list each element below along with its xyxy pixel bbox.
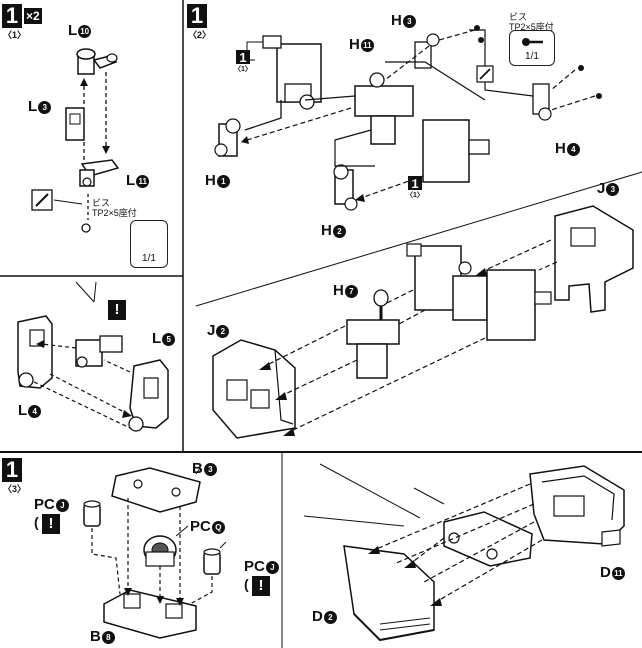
leg-joint-parts-illustration (31, 48, 153, 248)
shield-assembly-illustration (303, 463, 625, 642)
hip-joint-assembly-illustration (212, 25, 634, 439)
substep-label: 〈1〉 (3, 30, 27, 40)
caution-icon: ! (108, 300, 126, 320)
reference-badge: 1 〈1〉 (234, 49, 252, 74)
step-number: 1 (2, 3, 22, 28)
caution-icon: ! (252, 576, 270, 596)
step-badge: 1 (187, 3, 207, 28)
leg-assembly-illustration (17, 281, 169, 432)
screw-spec-label: ビス TP2×5座付 (92, 198, 137, 218)
step-panel-1-3: 1 〈3〉 B3 PCJ ( ) ! PCQ PCJ ( ) ! B8 (0, 454, 282, 648)
screw-spec-label: ビス TP2×5座付 (509, 12, 554, 32)
quantity-badge: ×2 (24, 8, 42, 24)
step-badge: 1 (2, 457, 22, 482)
step-number: 1 (187, 3, 207, 28)
polycap-assembly-illustration (83, 467, 227, 639)
substep-label: 〈2〉 (188, 30, 212, 40)
step-badge: 1 ×2 (2, 3, 42, 28)
step-number: 1 (2, 457, 22, 482)
screw-count-box: 1/1 (509, 30, 555, 66)
caution-icon: ! (42, 514, 60, 534)
substep-label: 〈3〉 (3, 484, 27, 494)
screw-count-box: 1/1 (130, 220, 168, 268)
